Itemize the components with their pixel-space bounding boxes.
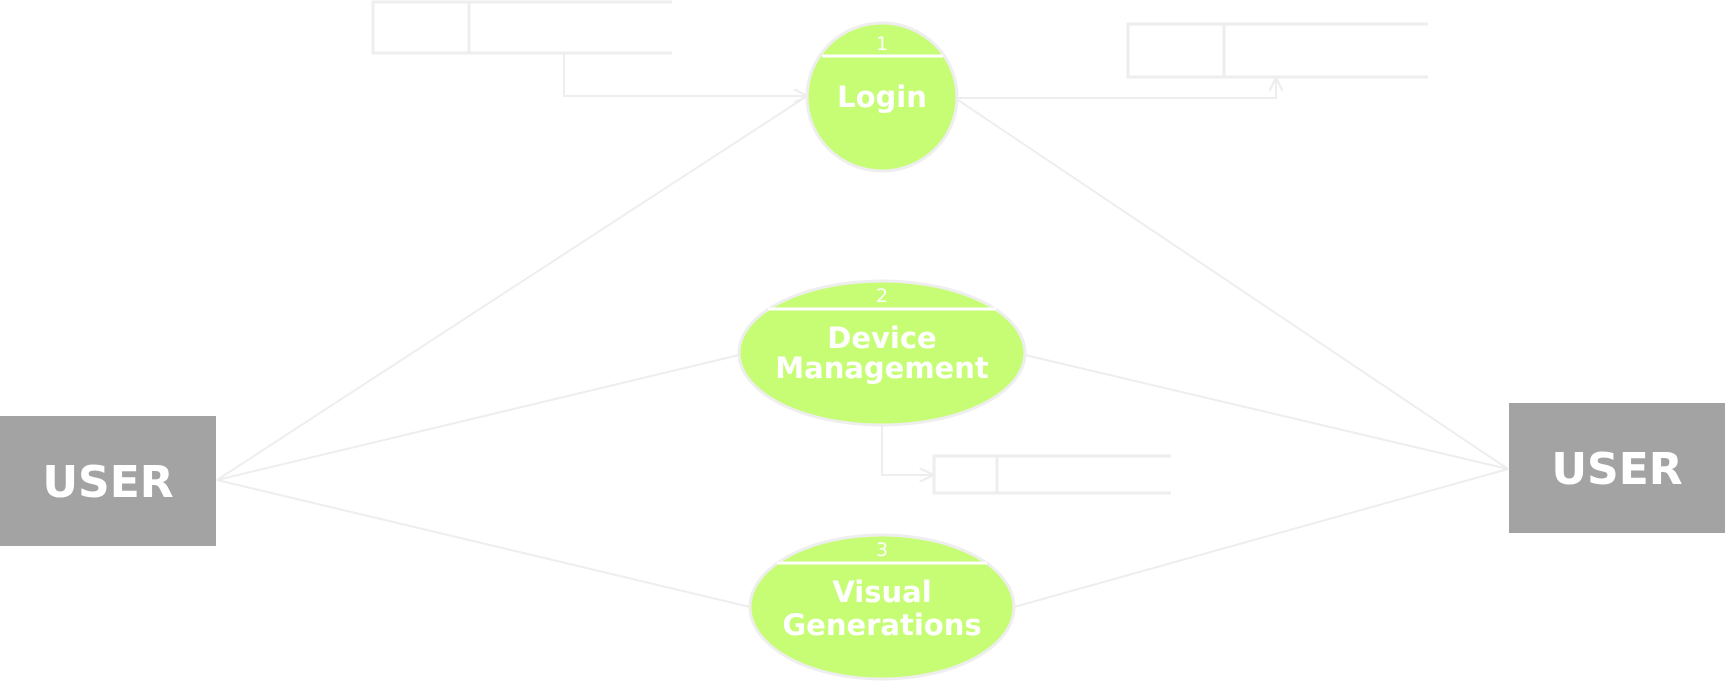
process-visual-generations-title-line-1: Visual <box>832 575 931 609</box>
process-device-management-title-line-2: Management <box>775 351 989 385</box>
flow-login-to-user-right <box>957 99 1509 470</box>
process-login-number: 1 <box>876 33 888 55</box>
process-login-title: Login <box>837 80 927 114</box>
flow-device-management-to-user-right <box>1024 354 1509 470</box>
flow-store-to-login <box>563 53 806 96</box>
data-store-top-right <box>1126 22 1428 79</box>
data-store-middle <box>932 454 1171 495</box>
process-visual-generations: 3 Visual Generations <box>748 533 1016 681</box>
flow-device-management-to-store <box>881 426 932 475</box>
process-visual-generations-title-line-2: Generations <box>782 608 981 642</box>
process-login: 1 Login <box>805 21 959 173</box>
flow-user-left-to-device-management <box>216 354 740 481</box>
flow-visual-generations-to-user-right <box>1013 468 1509 608</box>
entity-user-left-label: USER <box>42 457 173 508</box>
data-store-top-left <box>371 0 672 55</box>
flow-user-left-to-login <box>216 95 808 481</box>
process-visual-generations-number: 3 <box>876 539 888 561</box>
entity-user-right: USER <box>1509 403 1725 533</box>
entity-user-left: USER <box>0 416 216 546</box>
process-device-management-number: 2 <box>876 285 888 307</box>
flow-login-to-store <box>957 79 1276 99</box>
flow-user-left-to-visual-generations <box>216 479 751 608</box>
entity-user-right-label: USER <box>1551 444 1682 495</box>
data-flows <box>216 53 1509 608</box>
process-device-management-title-line-1: Device <box>827 321 936 355</box>
process-device-management: 2 Device Management <box>737 279 1027 427</box>
